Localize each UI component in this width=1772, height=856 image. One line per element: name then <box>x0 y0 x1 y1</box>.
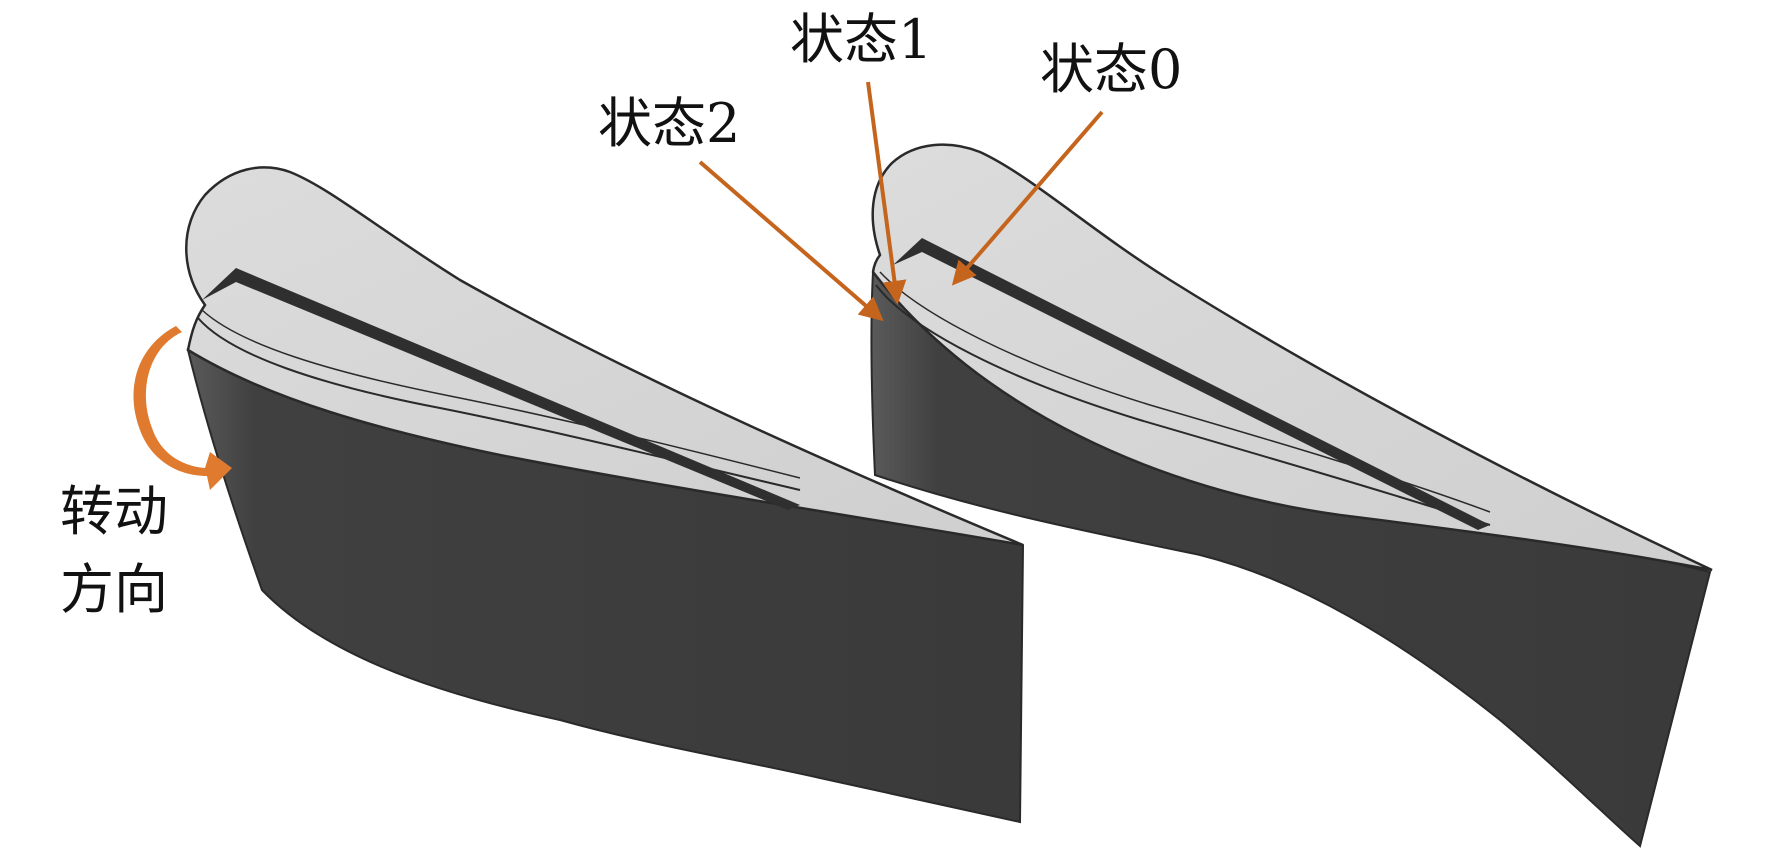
right-blade-notch <box>893 238 1490 530</box>
left-blade <box>185 166 1025 824</box>
rotation-direction-label-line1: 转动 <box>60 480 168 543</box>
state2-pointer-arrow <box>698 160 884 322</box>
state1-pointer-arrow <box>866 81 907 305</box>
state0-label: 状态0 <box>1040 38 1182 101</box>
state1-label: 状态1 <box>790 8 932 71</box>
state0-pointer-arrow <box>951 110 1104 286</box>
state2-label: 状态2 <box>598 92 740 155</box>
left-blade-top-surface <box>185 166 1024 547</box>
left-blade-notch <box>202 268 800 510</box>
right-blade-flap-edge-1 <box>875 284 1491 526</box>
right-blade-top-surface <box>871 143 1713 572</box>
right-blade <box>870 143 1713 848</box>
left-blade-flap-edge-2 <box>201 309 801 479</box>
rotation-direction-label-line2: 方向 <box>60 558 168 621</box>
rotation-direction-arrow <box>133 326 232 490</box>
